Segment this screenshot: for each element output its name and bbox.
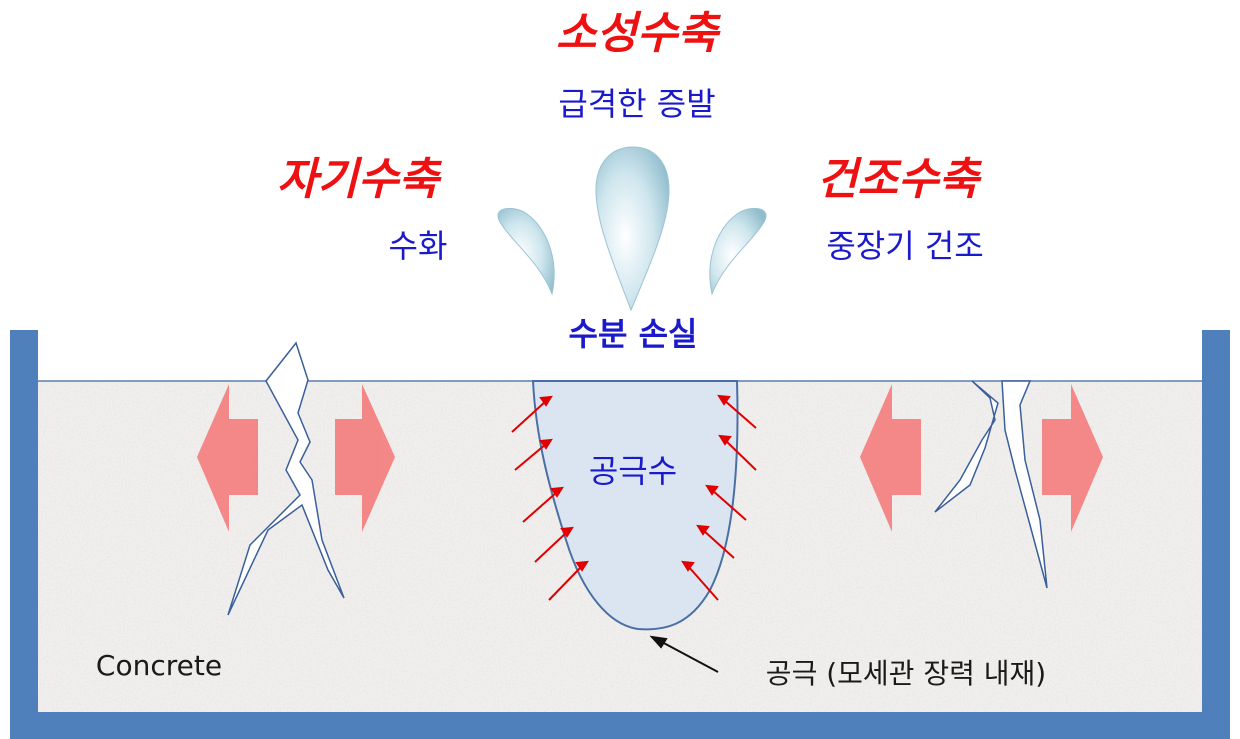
left-arrow-out-right bbox=[335, 384, 395, 532]
water-droplets bbox=[497, 146, 767, 312]
concrete-label: Concrete bbox=[95, 649, 223, 682]
expansion-arrows bbox=[197, 384, 1103, 532]
pore-caption-label: 공극 (모세관 장력 내재) bbox=[765, 657, 1047, 690]
concrete-container bbox=[10, 330, 1230, 739]
moisture-loss-label: 수분 손실 bbox=[568, 315, 698, 353]
right-arrow-out-left bbox=[860, 384, 921, 532]
right-arrow-out-right bbox=[1042, 384, 1103, 532]
drying-shrinkage-title: 건조수축 bbox=[817, 154, 979, 205]
pore-water-label: 공극수 bbox=[588, 452, 678, 490]
long-term-drying-label: 중장기 건조 bbox=[826, 227, 984, 265]
rapid-evaporation-label: 급격한 증발 bbox=[558, 85, 716, 123]
droplet-center bbox=[595, 146, 670, 312]
crack-left bbox=[227, 341, 345, 616]
crack-right bbox=[934, 380, 1048, 589]
autogenous-shrinkage-title: 자기수축 bbox=[277, 154, 439, 205]
hydration-label: 수화 bbox=[388, 227, 448, 265]
droplet-left bbox=[497, 207, 555, 296]
pore-pointer bbox=[649, 635, 719, 673]
tension-arrows bbox=[511, 394, 757, 601]
droplet-right bbox=[709, 207, 767, 296]
left-arrow-out-left bbox=[197, 384, 258, 532]
plastic-shrinkage-title: 소성수축 bbox=[556, 8, 718, 59]
